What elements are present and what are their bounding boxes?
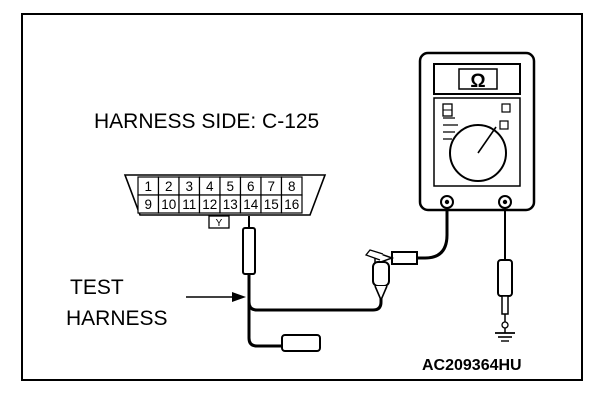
pin-number: 16 [284,197,299,212]
harness-pin-probe [242,227,256,275]
test-harness [242,216,383,352]
ground-symbol-icon [495,328,515,342]
pin-number: 5 [226,179,234,194]
pin-number: 8 [288,179,296,194]
figure-code: AC209364HU [422,357,522,374]
range-box-1 [501,103,511,113]
pin-number: 13 [223,197,238,212]
range-scale-left [443,117,458,140]
probe-icon [497,259,513,297]
pin-number: 6 [247,179,255,194]
harness-terminal [281,334,321,352]
multimeter-icon: Ω [418,51,536,212]
pin-number: 10 [161,197,176,212]
harness-arrow-icon [186,292,246,302]
test-harness-label-line1: TEST [70,276,124,299]
ground-probe [495,259,515,342]
pin-number: 4 [206,179,214,194]
pin-number: 11 [182,197,196,212]
pin-number: 9 [144,197,152,212]
ohm-symbol: Ω [470,71,485,92]
connector-key [208,215,230,229]
pin-number: 1 [144,179,152,194]
pin-cell [280,194,303,214]
multimeter-display-window [458,68,498,90]
alligator-clip [364,249,418,303]
meter-lead-left [417,208,449,260]
pin-number: 12 [202,197,217,212]
pin-number: 3 [185,179,193,194]
figure-frame [21,13,583,381]
connector-label: HARNESS SIDE: C-125 [94,110,319,133]
dial-pointer [477,126,497,154]
pin-number: 15 [264,197,279,212]
pin-number: 14 [243,197,259,212]
test-harness-label-line2: HARNESS [66,307,168,330]
pin-number: 7 [267,179,275,194]
pin-number: 2 [165,179,173,194]
connector-key-mark: Y [216,218,223,229]
range-box-2 [499,120,509,130]
